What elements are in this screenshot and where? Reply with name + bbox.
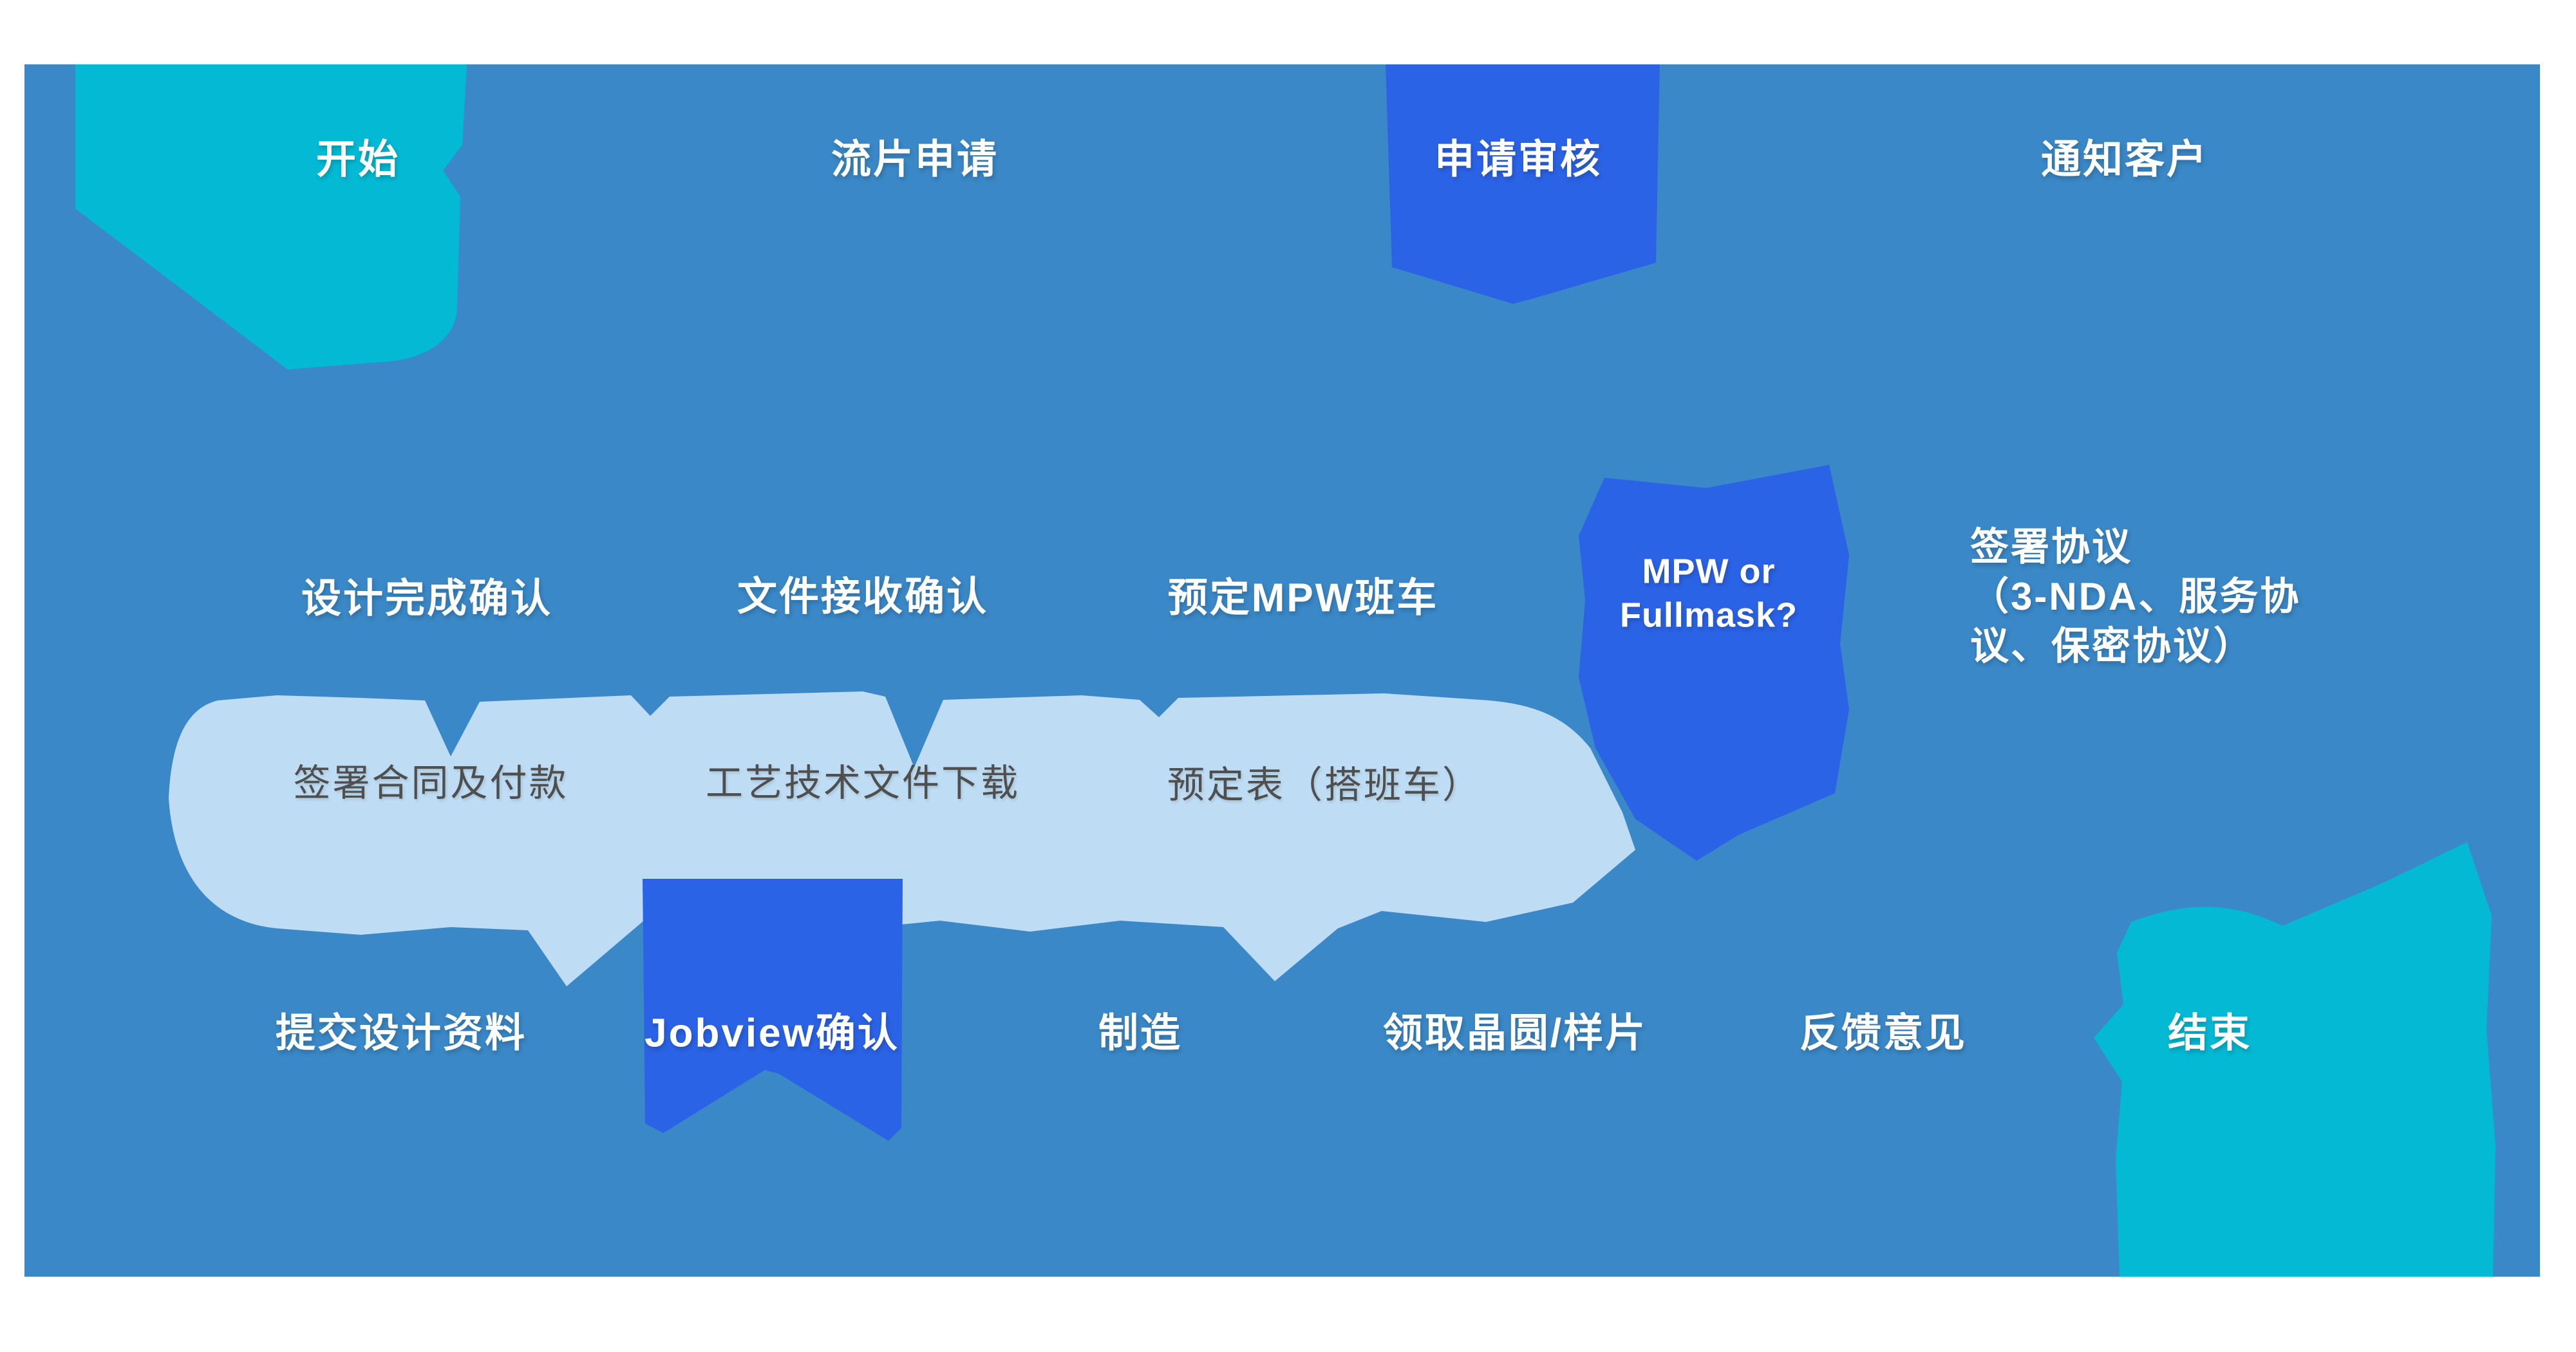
- flowchart-shapes: [24, 64, 2540, 1277]
- mpw-fullmask-label: MPW or Fullmask?: [1619, 552, 1798, 635]
- start-label: 开始: [315, 137, 400, 182]
- design-done-label: 设计完成确认: [301, 576, 553, 621]
- jobview-shape: [643, 879, 903, 1141]
- submit-design-label: 提交设计资料: [275, 1011, 527, 1056]
- end-shape: [2094, 842, 2496, 1277]
- pickup-wafer-label: 领取晶圆/样片: [1382, 1011, 1648, 1056]
- review-label: 申请审核: [1434, 137, 1603, 182]
- process-band-shape: [169, 691, 1635, 986]
- review-shape: [1386, 64, 1660, 304]
- feedback-label: 反馈意见: [1799, 1011, 1968, 1056]
- notify-client-label: 通知客户: [2040, 137, 2209, 182]
- jobview-label: Jobview确认: [644, 1011, 899, 1056]
- flowchart-board: 开始 流片申请 申请审核 通知客户 设计完成确认 文件接收确认 预定MPW班车 …: [24, 64, 2540, 1277]
- booking-form-label: 预定表（搭班车）: [1167, 764, 1482, 806]
- download-docs-label: 工艺技术文件下载: [705, 762, 1020, 804]
- manufacture-label: 制造: [1098, 1011, 1183, 1056]
- tapeout-apply-label: 流片申请: [831, 137, 999, 182]
- file-received-label: 文件接收确认: [737, 574, 989, 619]
- start-shape: [75, 64, 467, 370]
- decision-shape: [1579, 465, 1849, 861]
- end-label: 结束: [2167, 1011, 2252, 1056]
- sign-contract-label: 签署合同及付款: [293, 762, 569, 804]
- book-mpw-label: 预定MPW班车: [1167, 576, 1439, 621]
- sign-agreement-label: 签署协议 （3-NDA、服务协 议、保密协议）: [1970, 525, 2301, 668]
